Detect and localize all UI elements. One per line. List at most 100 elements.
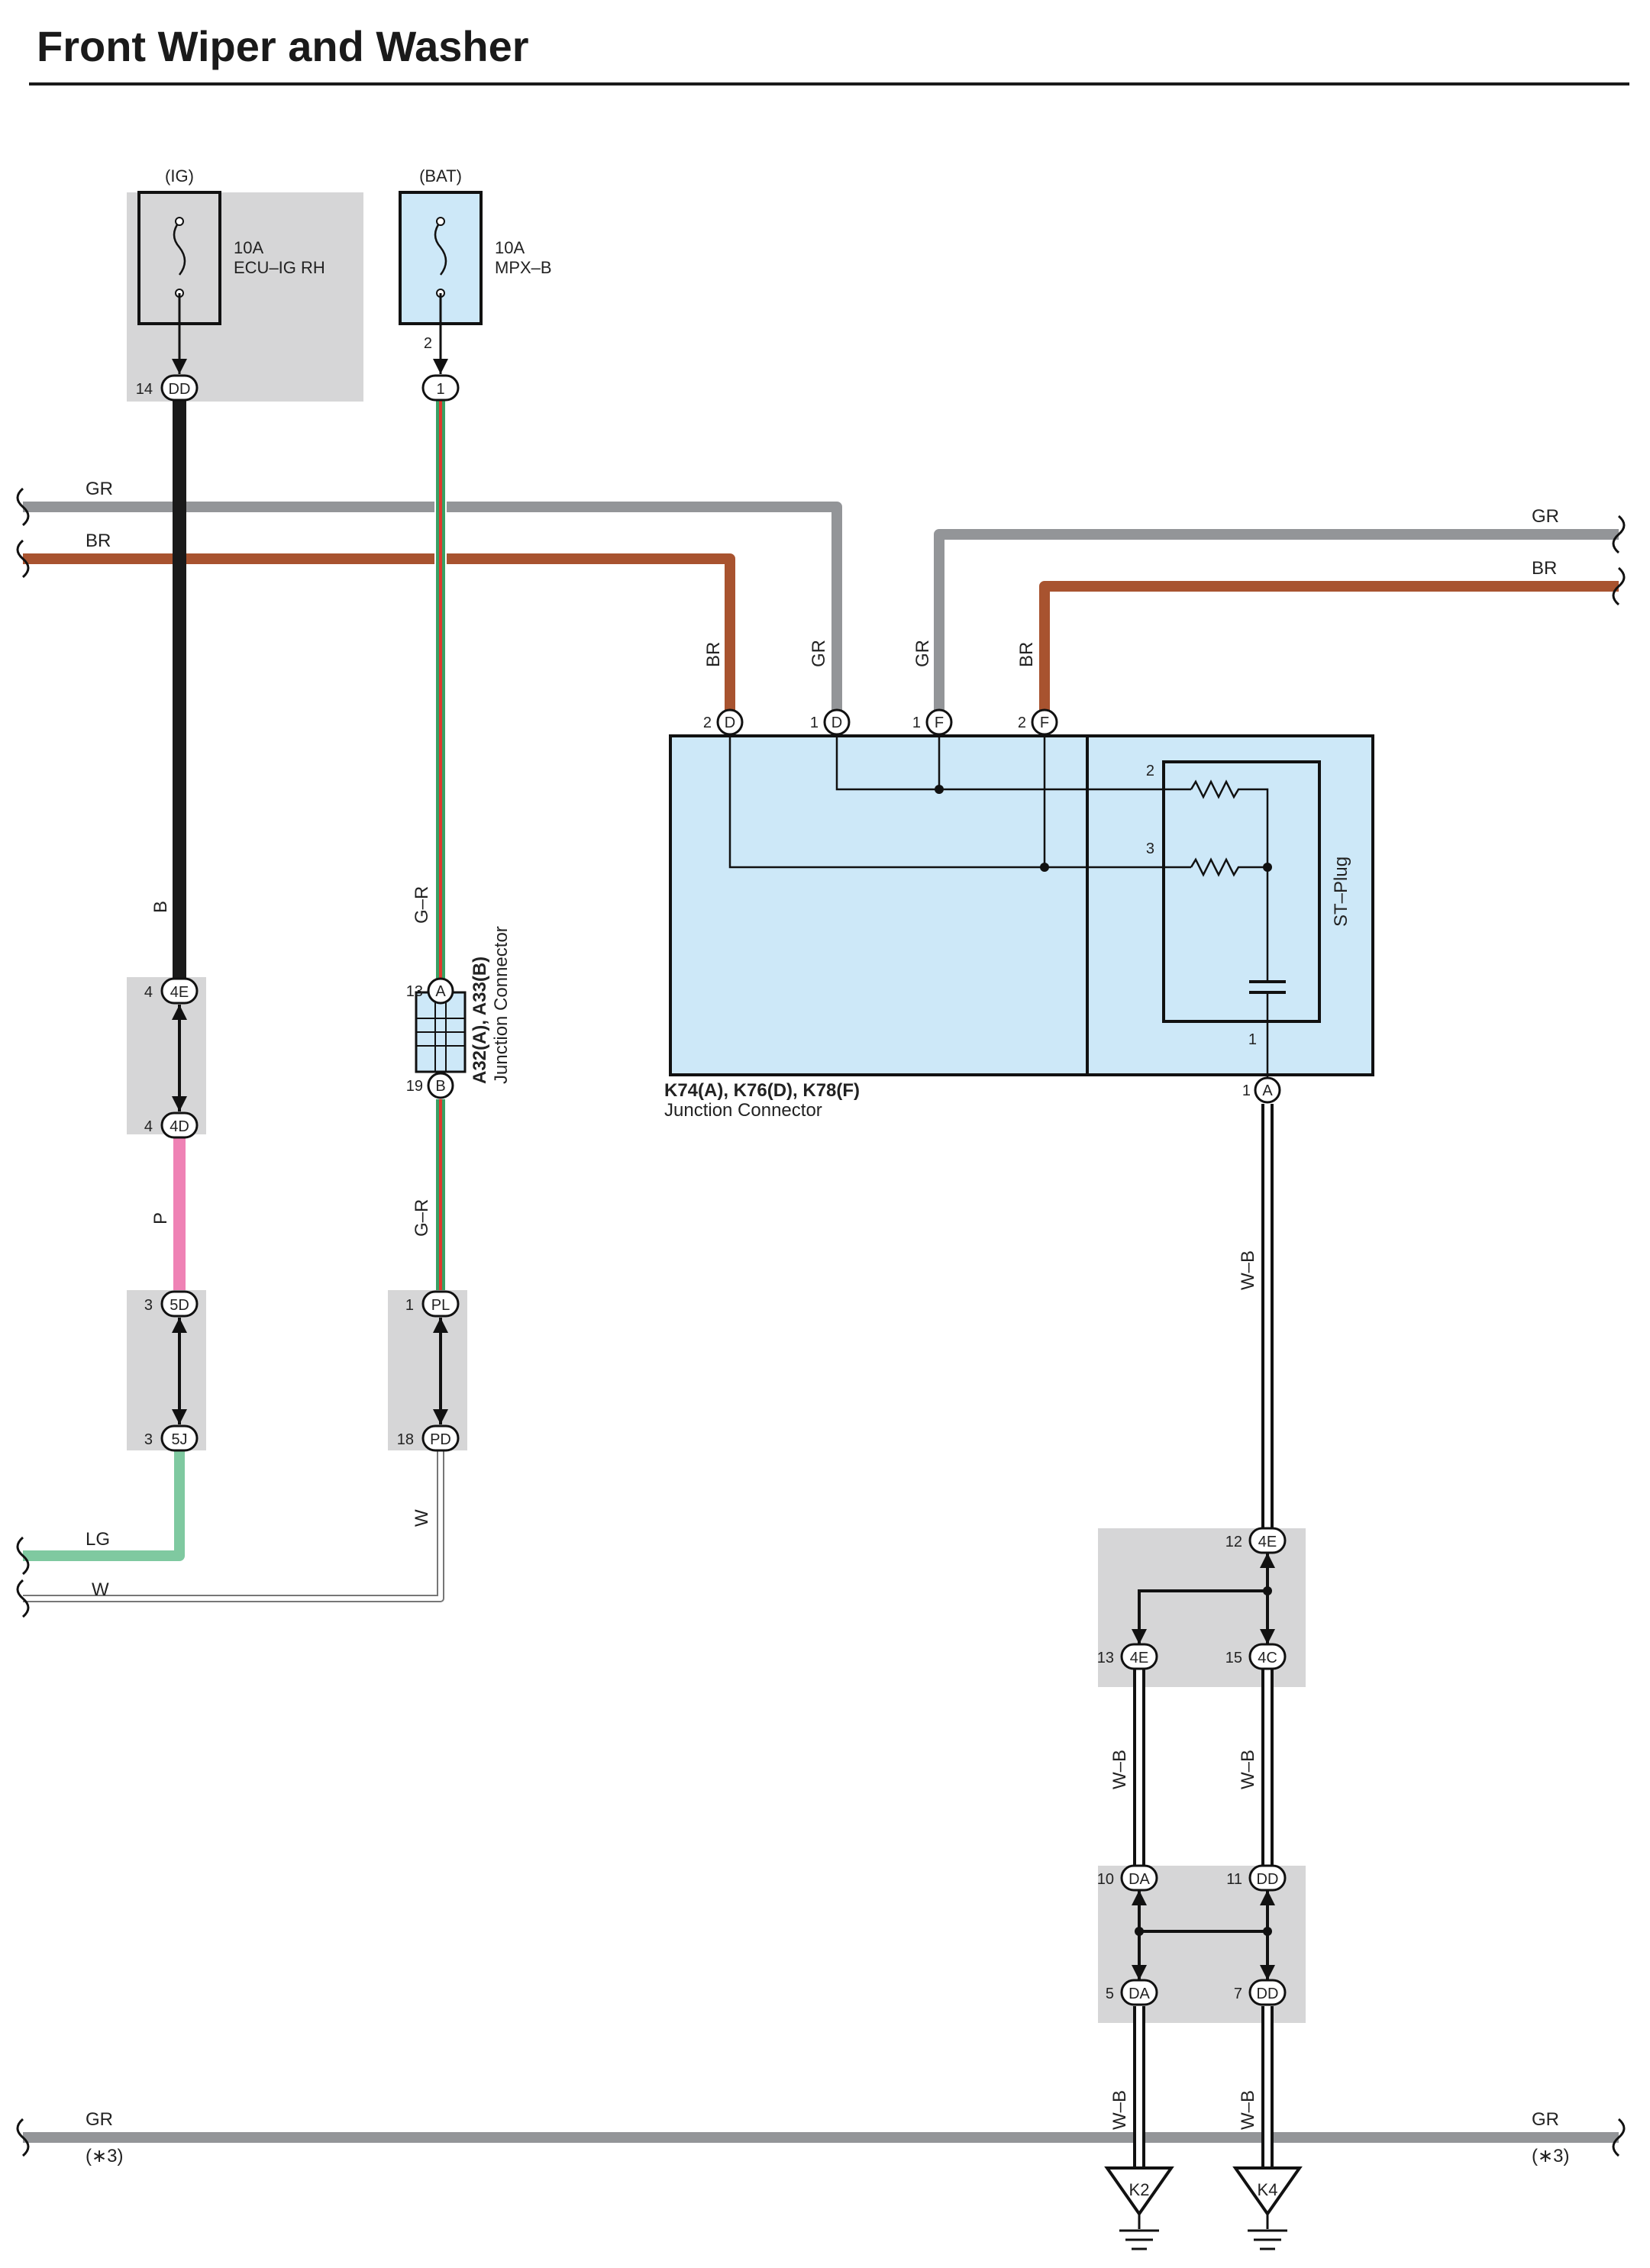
pin-2-f: 2 [1018,715,1026,731]
pin-1-f: 1 [912,715,921,731]
connector-pd-id: PD [430,1431,451,1448]
wire-label-w-b-left-low: W–B [1109,2090,1130,2130]
wire-g-r-upper [434,400,447,980]
wire-label-br-d2: BR [703,642,724,667]
connector-4e-13-id: 4E [1130,1650,1148,1666]
connector-4e-id: 4E [170,984,189,1001]
pin-7: 7 [1234,1986,1242,2002]
connector-ovals [160,374,1287,2006]
fuse-ig-rating: 10A [234,238,263,257]
connector-a13-id: A [435,983,446,1000]
pin-13-4e: 13 [1097,1650,1114,1666]
connector-da-10-id: DA [1129,1871,1150,1888]
connector-da-5-id: DA [1129,1986,1150,2002]
connector-panel-pl-pd [388,1290,467,1450]
connector-panel-4e-4d [127,977,206,1134]
connector-4d-id: 4D [170,1118,189,1135]
wire-break-marks [16,487,1626,2157]
wire-label-gr-bottom-right: GR [1532,2109,1559,2130]
wire-label-g-r-upper: G–R [412,886,432,924]
wire-label-gr-left: GR [86,479,113,499]
junction-a-desc: Junction Connector [491,926,512,1084]
title-rule [29,82,1629,85]
st-plug-box [1162,760,1321,1023]
wire-br-left [23,553,735,721]
ground-k4-icon [1232,2166,1303,2250]
pin-13: 13 [406,983,423,1000]
ground-k2-icon [1104,2166,1174,2250]
connector-4e-12-id: 4E [1258,1534,1277,1550]
note-3-left: (∗3) [86,2146,123,2166]
wire-label-w-b-main: W–B [1238,1250,1258,1290]
connector-b19-id: B [435,1078,445,1095]
page-title: Front Wiper and Washer [37,22,529,70]
fuse-bat-source: (BAT) [419,166,462,186]
fuse-bat-name: MPX–B [495,258,552,277]
wire-label-w-b-left-mid: W–B [1109,1750,1130,1789]
pin-4-4d: 4 [144,1118,153,1135]
connector-5j-id: 5J [171,1431,187,1448]
st-plug-pin-1: 1 [1248,1031,1257,1048]
resistor-3 [1190,857,1267,877]
pin-12: 12 [1225,1534,1242,1550]
pin-11: 11 [1226,1871,1242,1888]
fuse-ig-icon [173,221,186,276]
fuse-bat-rating: 10A [495,238,525,257]
connector-f1-id: F [935,715,944,731]
pin-5: 5 [1106,1986,1114,2002]
connector-f2-id: F [1040,715,1049,731]
note-3-right: (∗3) [1532,2146,1569,2166]
connector-d2-id: D [725,715,735,731]
st-plug-label: ST–Plug [1331,857,1351,927]
pin-14: 14 [136,381,153,398]
pin-10: 10 [1097,1871,1114,1888]
pin-3-5d: 3 [144,1297,153,1314]
junction-a-name: A32(A), A33(B) [470,957,490,1084]
pin-1-d: 1 [810,715,819,731]
pin-2-d: 2 [703,715,712,731]
pin-1-pl: 1 [405,1297,414,1314]
connector-pl-id: PL [431,1297,450,1314]
pin-3-5j: 3 [144,1431,153,1448]
wire-label-w-vertical: W [412,1509,432,1527]
wire-label-w-b-right-mid: W–B [1238,1750,1258,1789]
connector-a1-id: A [1262,1082,1273,1099]
wire-w [23,1450,443,1601]
wire-g-r-lower [434,1099,447,1290]
connector-5d-id: 5D [170,1297,189,1314]
wire-label-gr-bottom-left: GR [86,2109,113,2130]
connector-dd-11-id: DD [1257,1871,1279,1888]
pin-19: 19 [406,1078,423,1095]
fuse-ig-name: ECU–IG RH [234,258,325,277]
wire-label-gr-d1: GR [809,640,829,667]
bat-terminal-id: 1 [436,381,444,398]
wire-label-br-f2: BR [1016,642,1037,667]
wire-label-lg: LG [86,1529,110,1550]
resistor-2 [1190,779,1269,867]
pin-18: 18 [397,1431,414,1448]
connector-dd-14-id: DD [169,381,191,398]
wire-gr-left [23,502,842,721]
wire-br-right [1039,581,1619,721]
wire-lg [23,1450,185,1561]
wire-label-w-bottom: W [92,1579,109,1600]
fuse-ig-panel [127,192,363,402]
wire-label-br-left: BR [86,531,111,551]
wire-gr-right [934,529,1619,721]
wire-label-w-b-right-low: W–B [1238,2090,1258,2130]
connector-d1-id: D [831,715,842,731]
junction-k-name: K74(A), K76(D), K78(F) [664,1080,860,1101]
junction-k-desc: Junction Connector [664,1100,822,1121]
pin-15: 15 [1225,1650,1242,1666]
connector-panel-5d-5j [127,1290,206,1450]
connector-dd-7-id: DD [1257,1986,1279,2002]
wire-label-gr-f1: GR [912,640,933,667]
junction-k74-k76-k78 [669,734,1374,1076]
st-plug-pin-3: 3 [1146,840,1154,857]
connector-4c-15-id: 4C [1258,1650,1277,1666]
pin-2-bat: 2 [424,335,432,352]
wire-label-g-r-lower: G–R [412,1199,432,1237]
fuse-ig-source: (IG) [165,166,194,186]
pin-1-a: 1 [1242,1082,1251,1099]
